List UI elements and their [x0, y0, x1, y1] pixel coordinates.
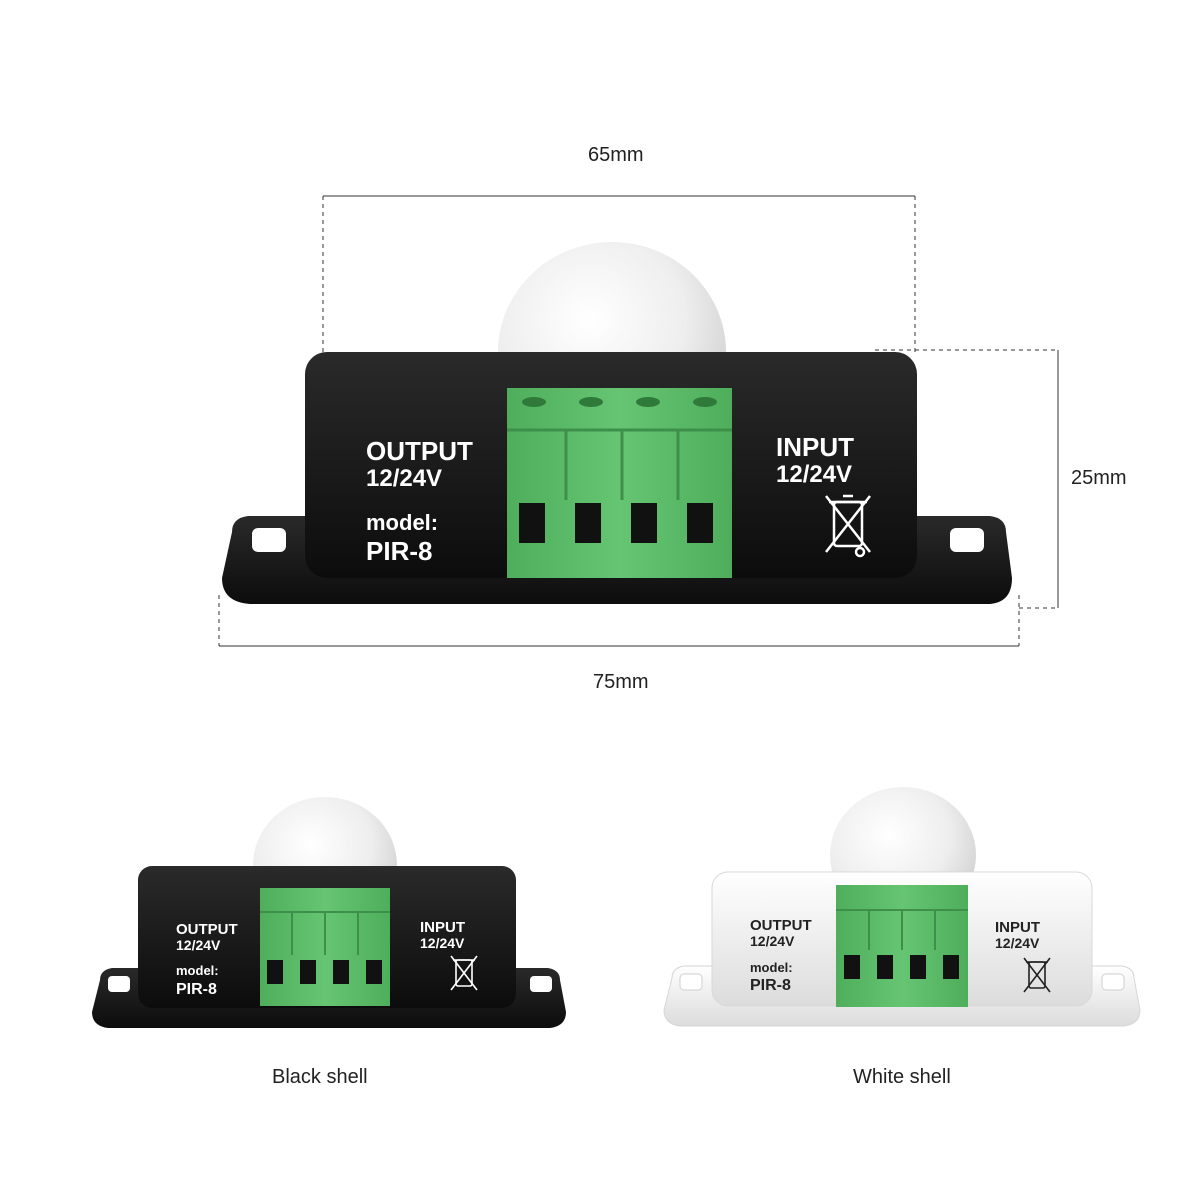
terminal-dividers	[507, 428, 732, 500]
black-output-voltage: 12/24V	[176, 937, 221, 953]
bottom-width-label: 75mm	[593, 671, 649, 693]
height-label: 25mm	[1071, 467, 1127, 489]
white-crossed-out-bin-icon	[1023, 957, 1051, 993]
white-shell-terminal-slots	[844, 955, 959, 979]
black-input-label: INPUT	[420, 919, 465, 936]
black-input-voltage: 12/24V	[420, 935, 465, 951]
white-input-label: INPUT	[995, 919, 1040, 936]
black-model-label: model:	[176, 963, 219, 978]
black-shell-terminal-dividers	[260, 911, 390, 955]
white-model-name: PIR-8	[750, 977, 791, 994]
model-name: PIR-8	[366, 536, 432, 566]
input-voltage: 12/24V	[776, 461, 852, 488]
black-mount-hole-right	[530, 976, 552, 992]
black-shell-terminal-slots	[267, 960, 382, 984]
caption-black-shell: Black shell	[272, 1066, 368, 1088]
white-mount-hole-right	[1101, 973, 1125, 991]
terminal-slots	[519, 503, 713, 543]
terminal-screws	[522, 397, 717, 407]
white-output-voltage: 12/24V	[750, 933, 795, 949]
white-input-voltage: 12/24V	[995, 935, 1040, 951]
crossed-out-bin-icon	[825, 494, 871, 558]
model-label: model:	[366, 510, 438, 535]
device-large: OUTPUT 12/24V model: PIR-8 INPUT 12/24V	[222, 242, 1012, 604]
caption-white-shell: White shell	[853, 1066, 951, 1088]
top-width-label: 65mm	[588, 144, 644, 166]
black-mount-hole-left	[108, 976, 130, 992]
output-voltage: 12/24V	[366, 465, 442, 492]
mount-hole-right	[950, 528, 984, 552]
dimension-lines	[218, 195, 1059, 647]
black-crossed-out-bin-icon	[450, 955, 478, 991]
input-label: INPUT	[776, 432, 854, 462]
device-white-shell: OUTPUT 12/24V model: PIR-8 INPUT 12/24V	[663, 787, 1141, 1027]
black-output-label: OUTPUT	[176, 921, 238, 938]
black-model-name: PIR-8	[176, 981, 217, 998]
white-shell-terminal-dividers	[836, 909, 968, 950]
white-output-label: OUTPUT	[750, 917, 812, 934]
device-black-shell: OUTPUT 12/24V model: PIR-8 INPUT 12/24V	[92, 797, 566, 1028]
output-label: OUTPUT	[366, 436, 473, 466]
mount-hole-left	[252, 528, 286, 552]
white-mount-hole-left	[679, 973, 703, 991]
white-model-label: model:	[750, 960, 793, 975]
terminal-block	[507, 388, 732, 578]
